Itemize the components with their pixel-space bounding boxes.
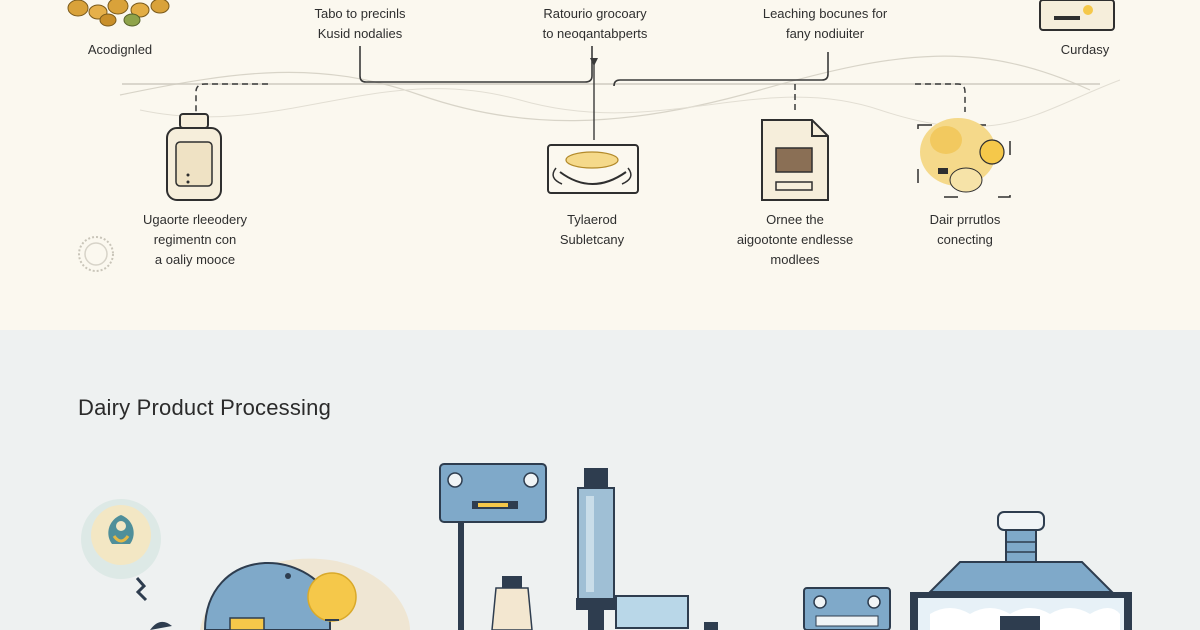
label-line: Leaching bocunes for bbox=[762, 6, 888, 21]
lightbulb-icon bbox=[307, 572, 357, 622]
console-machine bbox=[803, 587, 891, 630]
location-badge-icon bbox=[81, 499, 161, 602]
step-label-3: Ornee the aigootonte endlesse modlees bbox=[720, 210, 870, 270]
cheese-icon bbox=[917, 118, 1011, 198]
blue-tank-machine bbox=[150, 561, 331, 630]
connector-1 bbox=[359, 46, 593, 83]
label-line: fany nodiuiter bbox=[785, 26, 865, 41]
arrow-head-2 bbox=[590, 58, 598, 66]
decorative-wave-2 bbox=[139, 79, 1121, 128]
label-line: Subletcany bbox=[559, 232, 625, 247]
label-line: aigootonte endlesse bbox=[736, 232, 854, 247]
control-panel-machine bbox=[439, 463, 547, 630]
bottle-icon bbox=[491, 576, 533, 630]
label-line: Tylaerod bbox=[567, 212, 617, 227]
top-label-3: Leaching bocunes for fany nodiuiter bbox=[745, 4, 905, 44]
label-line: Dair prrutlos bbox=[929, 212, 1001, 227]
jar-icon bbox=[166, 113, 222, 201]
connector-step4 bbox=[915, 83, 966, 112]
label-line: a oaliy mooce bbox=[154, 252, 236, 267]
top-label-1: Tabo to precinls Kusid nodalies bbox=[290, 4, 430, 44]
top-label-right: Curdasy bbox=[1040, 40, 1130, 60]
decorative-wave bbox=[119, 55, 1091, 122]
grain-icon bbox=[67, 0, 170, 27]
label-line: Ornee the bbox=[766, 212, 824, 227]
processing-illustration bbox=[81, 463, 1132, 630]
label-line: Kusid nodalies bbox=[317, 26, 403, 41]
pasteurizer-machine bbox=[910, 511, 1132, 630]
connector-step1 bbox=[195, 83, 268, 112]
column-tower-machine bbox=[576, 468, 718, 630]
label-line: regimentn con bbox=[153, 232, 237, 247]
process-panel: Acodignled Tabo to precinls Kusid nodali… bbox=[67, 0, 1130, 272]
step-label-2: Tylaerod Subletcany bbox=[530, 210, 654, 250]
connector-3 bbox=[613, 52, 829, 87]
label-line: Acodignled bbox=[87, 42, 153, 57]
top-label-2: Ratourio grocoary to neoqantabperts bbox=[520, 4, 670, 44]
label-line: Tabo to precinls bbox=[314, 6, 406, 21]
process-diagram bbox=[67, 0, 1121, 272]
bowl-icon bbox=[547, 144, 639, 194]
label-line: Ugaorte rleeodery bbox=[142, 212, 248, 227]
section-title: Dairy Product Processing bbox=[78, 395, 332, 420]
step-label-4: Dair prrutlos conecting bbox=[900, 210, 1030, 250]
document-icon bbox=[761, 119, 829, 201]
illustration-panel: Dairy Product Processing bbox=[0, 330, 1200, 630]
circle-dial-icon bbox=[78, 236, 114, 272]
top-label-left: Acodignled bbox=[70, 40, 170, 60]
label-line: conecting bbox=[937, 232, 993, 247]
label-line: to neoqantabperts bbox=[542, 26, 648, 41]
label-line: Ratourio grocoary bbox=[543, 6, 647, 21]
label-line: Curdasy bbox=[1060, 42, 1110, 57]
label-line: modlees bbox=[770, 252, 820, 267]
step-label-1: Ugaorte rleeodery regimentn con a oaliy … bbox=[120, 210, 270, 270]
box-icon bbox=[1039, 0, 1115, 31]
